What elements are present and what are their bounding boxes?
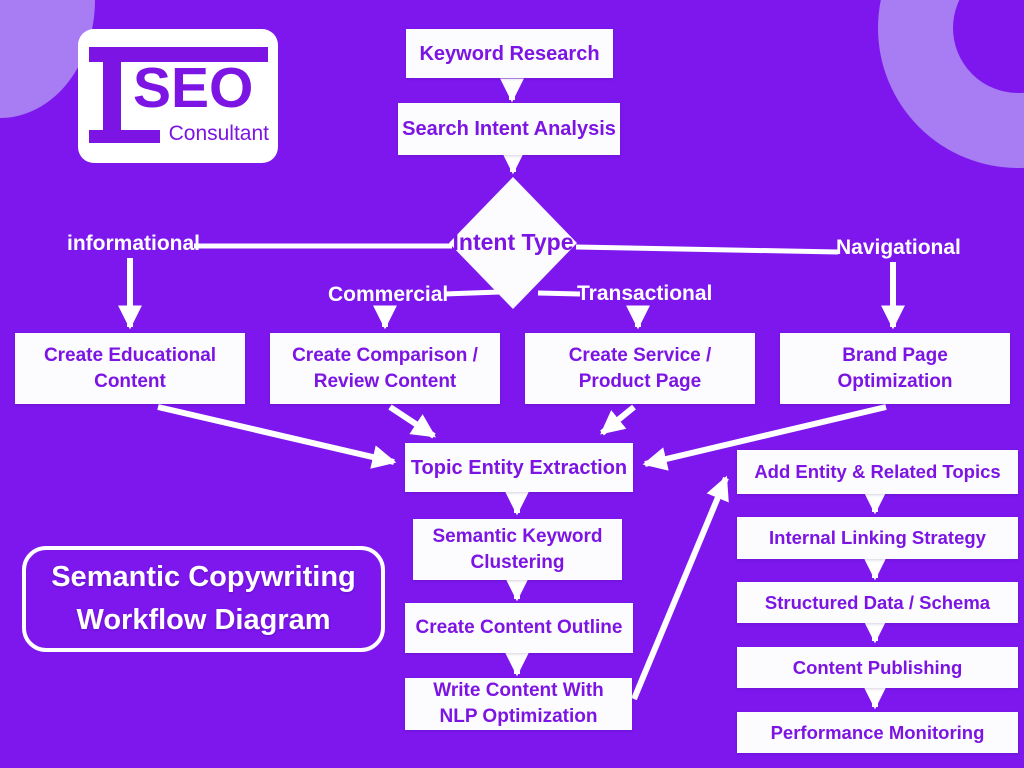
line-commercial-to-decision [443,289,501,297]
arrow-write-to-add-entity [631,475,729,701]
arrow-brand-to-topic [642,404,887,471]
branch-label-commercial: Commercial [328,283,449,306]
diagram-title: Semantic Copywriting Workflow Diagram [22,546,385,652]
node-create-service-product-page: Create Service / Product Page [525,333,755,404]
node-topic-entity-extraction: Topic Entity Extraction [405,443,633,492]
arrow-service-to-topic [600,404,636,436]
logo-ibeam-foot-icon [89,130,160,143]
node-create-content-outline: Create Content Outline [405,603,633,653]
node-add-entity-related-topics: Add Entity & Related Topics [737,450,1018,494]
node-create-educational-content: Create Educational Content [15,333,245,404]
branch-label-transactional: Transactional [577,282,713,305]
node-performance-monitoring: Performance Monitoring [737,712,1018,753]
node-structured-data-schema: Structured Data / Schema [737,582,1018,623]
arrow-comparison-to-topic [388,404,437,439]
branch-label-informational: informational [67,232,201,255]
decorative-ring-icon [878,0,1024,168]
logo-subtitle: Consultant [168,122,269,145]
line-decision-to-transactional [537,290,581,297]
logo: SEO Consultant [78,29,278,163]
node-search-intent-analysis: Search Intent Analysis [398,103,620,155]
intent-type-diamond [449,177,577,309]
line-decision-to-navigational [575,244,839,255]
node-write-content-nlp-optimization: Write Content With NLP Optimization [405,678,632,730]
logo-ibeam-stem-icon [103,62,121,141]
branch-label-navigational: Navigational [836,236,961,259]
node-keyword-research: Keyword Research [406,29,613,78]
decision-label-intent-type: Intent Type [452,229,574,255]
logo-brand-text: SEO [133,56,254,120]
logo-ibeam-top-bar-icon [89,47,268,62]
node-create-comparison-review-content: Create Comparison / Review Content [270,333,500,404]
node-internal-linking-strategy: Internal Linking Strategy [737,517,1018,559]
node-content-publishing: Content Publishing [737,647,1018,688]
node-semantic-keyword-clustering: Semantic Keyword Clustering [413,519,622,580]
arrow-educational-to-topic [157,404,397,469]
node-brand-page-optimization: Brand Page Optimization [780,333,1010,404]
